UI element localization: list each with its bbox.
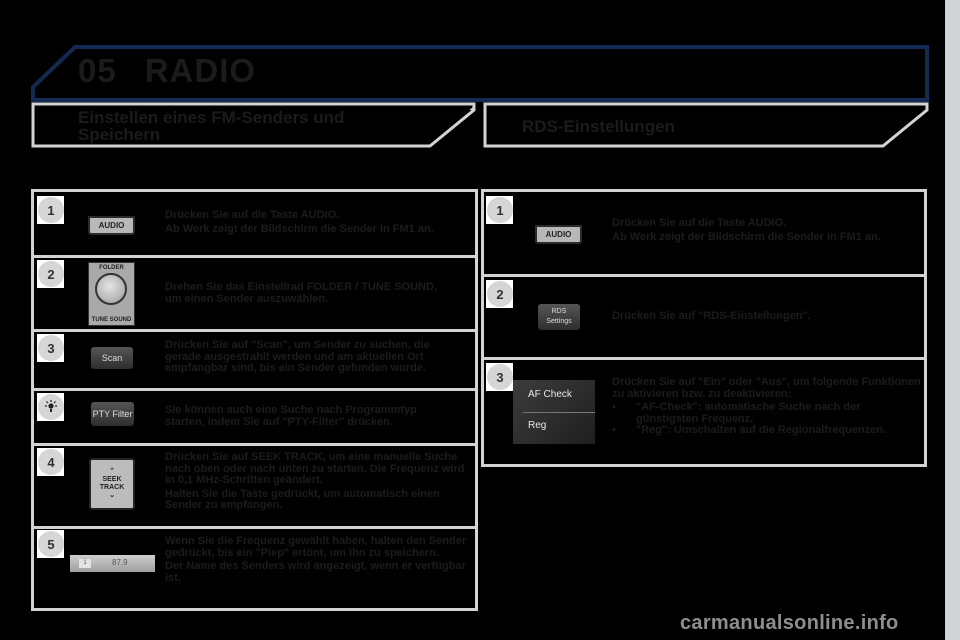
tip-text: Sie können auch eine Suche nach Programm… — [165, 404, 417, 428]
divider — [34, 443, 475, 446]
rds-steps-panel — [481, 189, 927, 467]
divider — [484, 357, 924, 360]
bullet-reg: "Reg": Umschalten auf die Regionalfreque… — [612, 424, 922, 437]
divider — [484, 274, 924, 277]
rds-step-3-text: Drücken Sie auf "Ein" oder "Aus", um fol… — [612, 376, 922, 437]
step-1-text: Drücken Sie auf die Taste AUDIO.Ab Werk … — [165, 209, 434, 235]
section-title-rds: RDS-Einstellungen — [522, 117, 676, 136]
audio-button[interactable]: AUDIO — [88, 216, 135, 235]
chapter-name: RADIO — [144, 52, 257, 89]
af-check-option[interactable]: AF Check — [528, 389, 572, 400]
rds-step-badge-3: 3 — [486, 363, 513, 391]
chapter-title: 05 RADIO — [78, 52, 256, 90]
fm-steps-panel — [31, 189, 478, 611]
preset-number: 1 — [79, 559, 91, 568]
knob-dial-icon — [95, 273, 127, 305]
chevron-up-icon: ⌃ — [109, 468, 115, 475]
scan-button[interactable]: Scan — [91, 347, 133, 369]
pty-filter-button[interactable]: PTY Filter — [91, 402, 134, 426]
seek-track-rocker[interactable]: ⌃ SEEK TRACK ⌄ — [89, 458, 135, 510]
chapter-number: 05 — [78, 52, 117, 89]
step-badge-4: 4 — [37, 448, 64, 476]
page-edge-strip — [945, 0, 960, 640]
divider — [34, 329, 475, 332]
rds-step-2-text: Drücken Sie auf "RDS-Einstellungen". — [612, 310, 811, 322]
rds-options-panel: AF Check Reg — [513, 380, 595, 444]
rds-step-badge-2: 2 — [486, 280, 513, 308]
reg-option[interactable]: Reg — [528, 420, 547, 431]
watermark: carmanualsonline.info — [680, 612, 899, 634]
step-badge-5: 5 — [37, 530, 64, 558]
section-title-fm: Einstellen eines FM-Senders und Speicher… — [78, 108, 345, 144]
divider — [34, 526, 475, 529]
option-divider — [523, 412, 595, 413]
lightbulb-icon — [38, 394, 64, 420]
step-badge-2: 2 — [37, 260, 64, 288]
chevron-down-icon: ⌄ — [109, 492, 115, 499]
step-5-text: Wenn Sie die Frequenz gewählt haben, hal… — [165, 535, 467, 584]
divider — [34, 255, 475, 258]
rds-step-badge-1: 1 — [486, 196, 513, 224]
rds-step-1-text: Drücken Sie auf die Taste AUDIO.Ab Werk … — [612, 217, 881, 243]
step-badge-1: 1 — [37, 196, 64, 224]
preset-frequency-bar[interactable]: 1 87.9 — [70, 555, 155, 572]
folder-tune-knob[interactable]: FOLDER TUNE SOUND — [88, 262, 135, 326]
subheader-frames — [31, 102, 929, 148]
divider — [34, 388, 475, 391]
tip-badge — [37, 393, 64, 421]
frequency-value: 87.9 — [112, 558, 128, 567]
step-4-text: Drücken Sie auf SEEK TRACK, um eine manu… — [165, 451, 465, 511]
step-2-text: Drehen Sie das Einstellrad FOLDER / TUNE… — [165, 281, 437, 305]
audio-button-rds[interactable]: AUDIO — [535, 225, 582, 244]
bullet-af-check: "AF-Check": automatische Suche nach der … — [612, 401, 922, 425]
step-3-text: Drücken Sie auf "Scan", um Sender zu suc… — [165, 339, 430, 374]
step-badge-3: 3 — [37, 334, 64, 362]
